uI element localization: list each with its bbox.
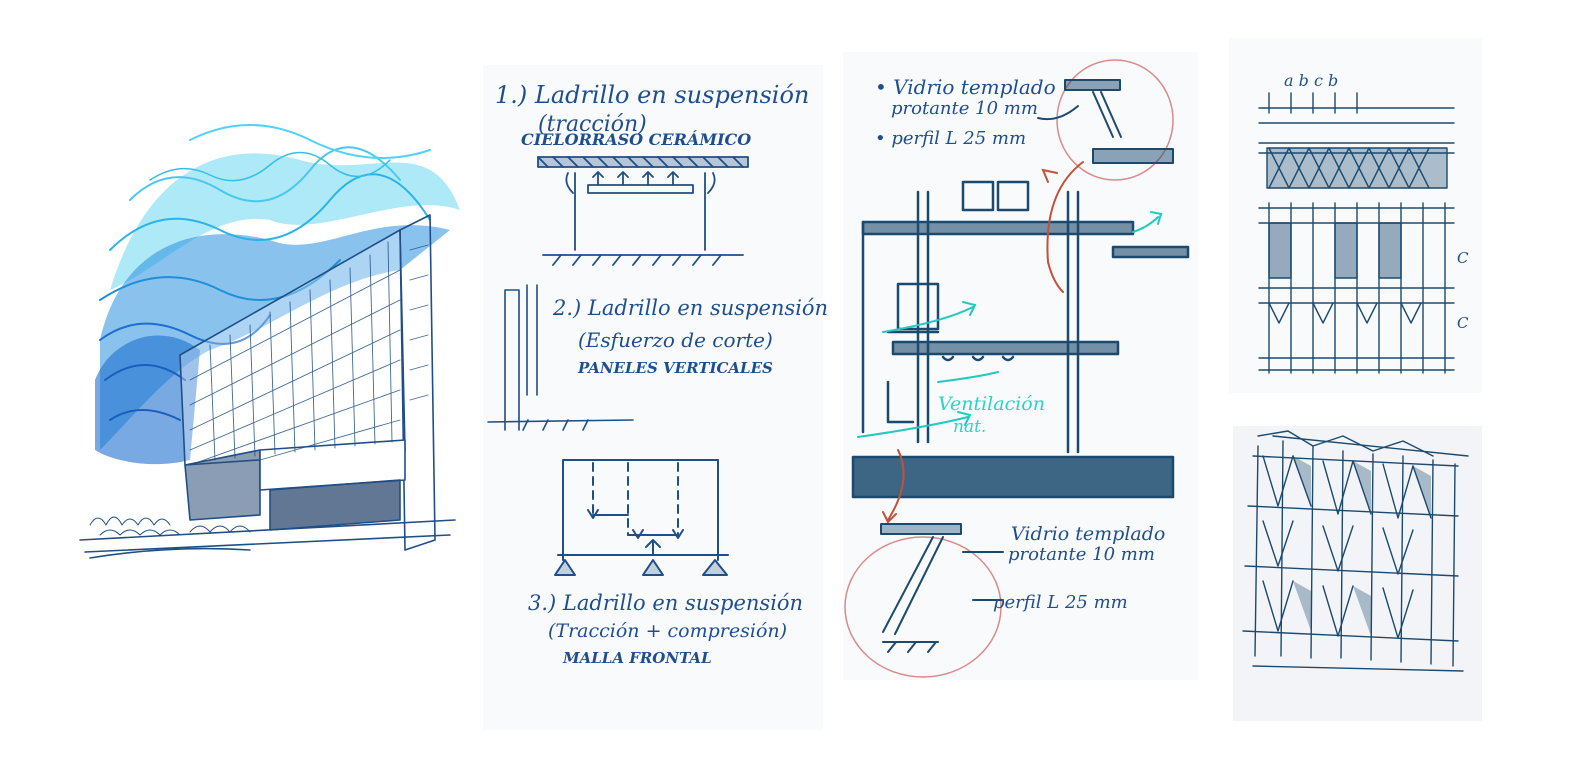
- ventilation-label-2: nat.: [953, 417, 986, 437]
- bottom-mullion-detail: [880, 523, 1004, 653]
- detail1-ceiling: [537, 156, 749, 266]
- section-detail-panel: • Vidrio templado protante 10 mm • perfi…: [843, 52, 1198, 680]
- facade-elevation-drawing: a b c b C C: [1258, 71, 1469, 374]
- facade-perspective-panel: [1233, 426, 1482, 721]
- detail1-profile: • perfil L 25 mm: [875, 128, 1026, 149]
- callout-arrows: [882, 161, 1084, 524]
- perspective-drawing: [79, 124, 460, 559]
- section-detail-drawing: • Vidrio templado protante 10 mm • perfi…: [844, 59, 1190, 678]
- detail1-glass: • Vidrio templado: [875, 75, 1056, 99]
- note1-subtitle: (tracción): [538, 112, 647, 137]
- detail3-frame: [554, 459, 729, 576]
- building-section: [851, 180, 1190, 499]
- facade-grid: [189, 241, 429, 466]
- detail1-thickness: protante 10 mm: [891, 98, 1038, 119]
- detail-circle-top: [1056, 59, 1174, 181]
- note2-subtitle: (Esfuerzo de corte): [578, 328, 773, 352]
- elevation-module-labels: a b c b: [1284, 71, 1338, 90]
- facade-elevation-panel: a b c b C C: [1229, 38, 1482, 393]
- note3-subtitle: (Tracción + compresión): [548, 620, 787, 642]
- building-outline: [79, 214, 456, 559]
- detail2-profile: perfil L 25 mm: [993, 592, 1128, 613]
- ventilation-label: Ventilación: [938, 393, 1045, 415]
- detail2-thickness: protante 10 mm: [1008, 544, 1155, 565]
- elevation-grid: [1258, 92, 1455, 374]
- perspective-shading: [1293, 456, 1431, 636]
- note1-title: 1.) Ladrillo en suspensión: [495, 81, 809, 109]
- elevation-c-label-1: C: [1457, 249, 1469, 267]
- sky-scribble: [95, 124, 460, 465]
- perspective-grid: [1242, 430, 1469, 672]
- top-mullion-detail: [1037, 79, 1174, 164]
- detail-circle-bottom: [844, 536, 1002, 678]
- detail2-glass: Vidrio templado: [1011, 523, 1165, 545]
- structural-notes-panel: 1.) Ladrillo en suspensión (tracción) CI…: [483, 65, 828, 730]
- shrubs: [89, 516, 251, 536]
- ventilation-arrows: [857, 211, 1163, 438]
- facade-perspective-drawing: [1242, 430, 1469, 672]
- elevation-c-label-2: C: [1457, 314, 1469, 332]
- structural-notes-drawing: 1.) Ladrillo en suspensión (tracción) CI…: [487, 81, 828, 667]
- building-perspective-sketch: [70, 120, 490, 580]
- note2-title: 2.) Ladrillo en suspensión: [552, 296, 828, 320]
- note3-title: 3.) Ladrillo en suspensión: [528, 591, 803, 615]
- note1-caption: CIELORRASO CERÁMICO: [521, 129, 751, 149]
- detail2-panels: [487, 284, 634, 431]
- note2-caption: PANELES VERTICALES: [577, 359, 773, 377]
- note3-caption: MALLA FRONTAL: [562, 649, 712, 667]
